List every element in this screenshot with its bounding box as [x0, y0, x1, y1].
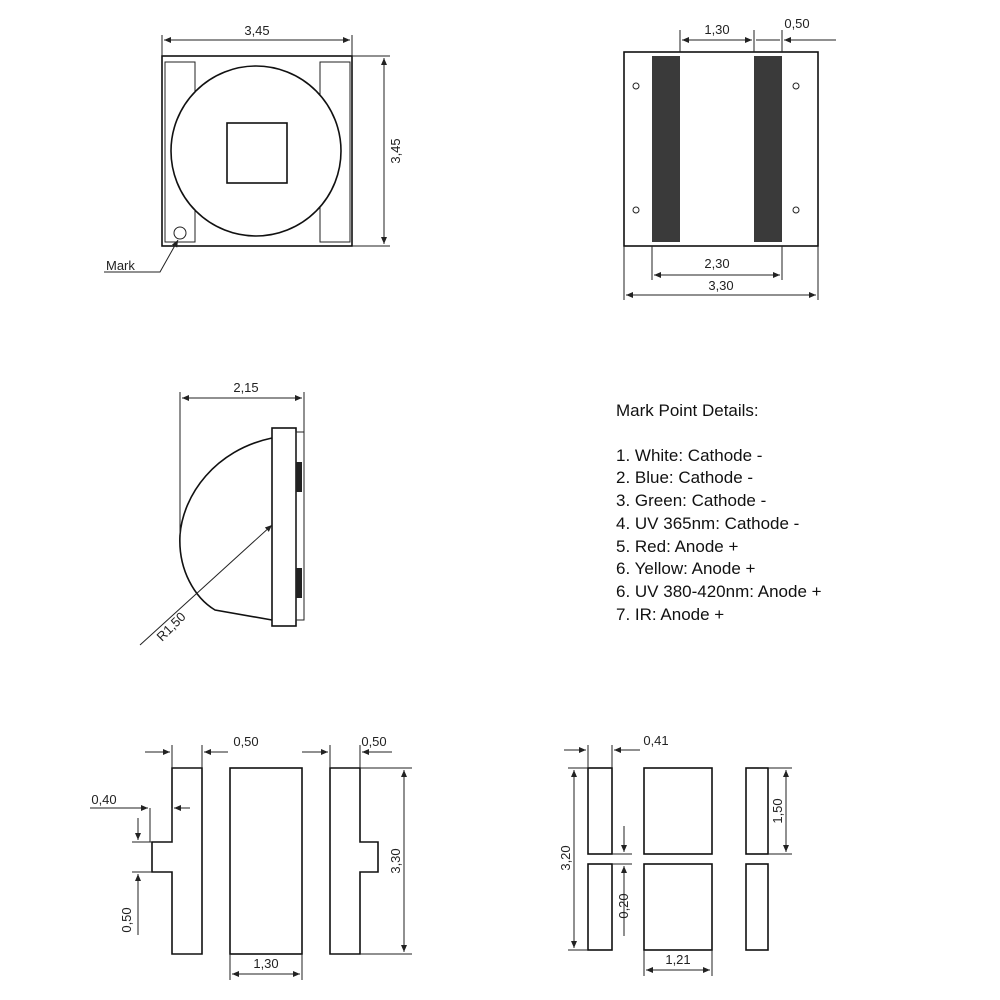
mark-label: Mark: [106, 258, 135, 273]
details-item: 4. UV 365nm: Cathode -: [616, 513, 800, 533]
details-list: 1. White: Cathode - 2. Blue: Cathode - 3…: [616, 445, 822, 627]
dim-side-height-label: 2,15: [233, 380, 258, 395]
details-item: 6. UV 380-420nm: Anode +: [616, 581, 822, 601]
dim-tab-height: 0,50: [119, 907, 134, 932]
side-view: 2,15 R1,50: [139, 380, 305, 646]
small-pad-br: [745, 863, 769, 951]
center-pad: [229, 767, 303, 955]
details-item: 7. IR: Anode +: [616, 604, 725, 624]
left-t-pad: [151, 767, 203, 955]
dome-outline: [179, 437, 273, 621]
radius-leader: [139, 524, 273, 646]
via-1: [632, 82, 640, 90]
via-3: [792, 82, 800, 90]
small-pad-tl: [587, 767, 613, 855]
details-title: Mark Point Details:: [616, 401, 759, 420]
dim-width-label: 3,45: [244, 23, 269, 38]
dim-right-width: 0,50: [361, 734, 386, 749]
top-view: 3,45 3,45 Mark: [104, 23, 403, 273]
right-t-pad: [329, 767, 379, 955]
right-dark-pad: [754, 56, 782, 242]
details-item: 1. White: Cathode -: [616, 445, 763, 465]
via-4: [792, 206, 800, 214]
big-pad-top: [643, 767, 713, 855]
dim-outer-width: 3,30: [708, 278, 733, 293]
dim-left-width: 0,50: [233, 734, 258, 749]
big-pad-bottom: [643, 863, 713, 951]
dim-center-width: 1,30: [704, 22, 729, 37]
dim-inner-width: 2,30: [704, 256, 729, 271]
side-body: [271, 427, 297, 627]
package-outline: [161, 55, 353, 247]
side-pad-bottom: [296, 568, 302, 598]
dim-edge: 0,50: [784, 16, 809, 31]
mark-leader: [104, 239, 179, 273]
pad-layout-right: 0,41 3,20 0,20 1,50 1,21: [558, 733, 792, 976]
small-pad-bl: [587, 863, 613, 951]
dim-height-label: 3,45: [388, 138, 403, 163]
via-2: [632, 206, 640, 214]
details-item: 6. Yellow: Anode +: [616, 559, 756, 579]
left-dark-pad: [652, 56, 680, 242]
dim-total-height: 3,30: [388, 848, 403, 873]
pad-layout-left: 0,50 0,50 0,40 0,50 3,30 1,30: [90, 734, 412, 980]
small-pad-tr: [745, 767, 769, 855]
bottom-outline: [623, 51, 819, 247]
dim-pad-height: 1,50: [770, 798, 785, 823]
side-substrate: [295, 431, 305, 621]
bottom-view: 1,30 0,50 2,30 3,30: [623, 16, 836, 300]
details-item: 2. Blue: Cathode -: [616, 468, 754, 488]
dim-radius-label: R1,50: [154, 609, 189, 644]
dim-right-height: 3,20: [558, 845, 573, 870]
dim-center-width-left: 1,30: [253, 956, 278, 971]
dim-small-width: 0,41: [643, 733, 668, 748]
dim-gap: 0,20: [616, 893, 631, 918]
lens-circle: [170, 65, 342, 237]
dim-center-width-right: 1,21: [665, 952, 690, 967]
side-pad-top: [296, 462, 302, 492]
dim-tab: 0,40: [91, 792, 116, 807]
mark-dot: [173, 226, 187, 240]
details-item: 3. Green: Cathode -: [616, 491, 767, 511]
chip-square: [226, 122, 288, 184]
mark-point-details: Mark Point Details: 1. White: Cathode - …: [616, 400, 822, 626]
details-item: 5. Red: Anode +: [616, 536, 739, 556]
